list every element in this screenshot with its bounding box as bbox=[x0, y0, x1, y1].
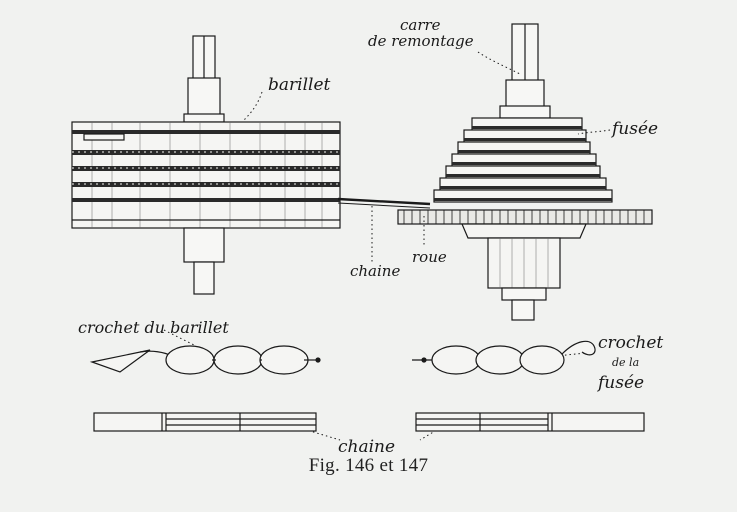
figure-caption: Fig. 146 et 147 bbox=[308, 455, 429, 476]
label-roue: roue bbox=[412, 248, 447, 266]
label-crochet-barillet: crochet du barillet bbox=[78, 318, 229, 337]
crochet-fusee-part bbox=[412, 340, 596, 375]
label-carre: carre bbox=[400, 16, 441, 34]
label-chaine-bottom: chaine bbox=[338, 437, 395, 457]
label-crochet-fusee-2: de la bbox=[612, 356, 639, 369]
crochet-barillet-part bbox=[89, 345, 321, 375]
chaine-profile-left bbox=[93, 412, 317, 432]
barillet-drum bbox=[71, 35, 341, 295]
label-remontage: de remontage bbox=[368, 32, 474, 50]
chaine-profile-right bbox=[415, 412, 645, 432]
fusee-cone bbox=[397, 23, 653, 321]
label-crochet-fusee-1: crochet bbox=[598, 333, 663, 353]
label-fusee: fusée bbox=[610, 119, 658, 139]
label-chaine-top: chaine bbox=[350, 262, 400, 280]
chain-link bbox=[337, 197, 431, 209]
label-crochet-fusee-3: fusée bbox=[596, 373, 644, 393]
label-barillet: barillet bbox=[268, 75, 331, 95]
